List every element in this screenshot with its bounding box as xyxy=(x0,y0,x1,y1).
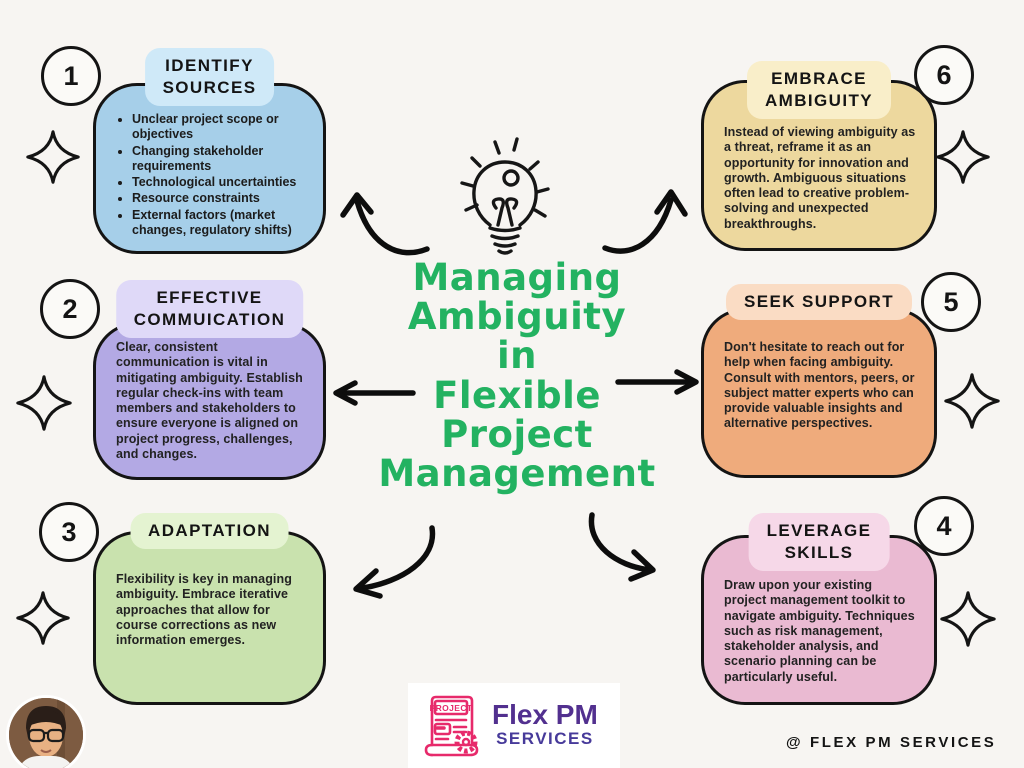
step-number-label: 2 xyxy=(62,293,78,324)
sparkle-icon xyxy=(26,130,80,184)
brand-subname: SERVICES xyxy=(496,729,594,749)
sparkle-icon xyxy=(936,130,990,184)
step-number-4: 4 xyxy=(914,496,974,556)
project-label: PROJECT xyxy=(430,703,473,713)
arrow-to-box-3 xyxy=(353,525,436,599)
lightbulb-icon xyxy=(460,137,550,255)
arrow-to-box-4 xyxy=(588,512,656,582)
box-effective-communication: EFFECTIVE COMMUICATION Clear, consistent… xyxy=(93,280,326,480)
author-avatar xyxy=(6,695,86,768)
title-line: Flexible xyxy=(433,373,601,417)
header-line: IDENTIFY xyxy=(165,56,254,75)
header-line: LEVERAGE xyxy=(766,521,872,540)
step-number-label: 4 xyxy=(936,510,952,541)
arrow-to-box-6 xyxy=(602,189,688,254)
sparkle-icon xyxy=(16,375,72,431)
arrow-to-box-5 xyxy=(615,369,699,395)
box-seek-support: SEEK SUPPORT Don't hesitate to reach out… xyxy=(701,284,937,478)
header-line: SOURCES xyxy=(162,78,257,98)
step-number-2: 2 xyxy=(40,279,100,339)
box-effective-communication-header: EFFECTIVE COMMUICATION xyxy=(115,280,304,339)
box-leverage-skills-header: LEVERAGE SKILLS xyxy=(748,513,890,572)
sparkle-icon xyxy=(944,373,1000,429)
main-title: Managing Ambiguity in Flexible Project M… xyxy=(332,256,702,496)
header-line: EMBRACE xyxy=(771,69,867,88)
header-line: SEEK SUPPORT xyxy=(744,292,894,311)
box-body-text: Don't hesitate to reach out for help whe… xyxy=(724,340,915,431)
step-number-1: 1 xyxy=(41,46,101,106)
bullet-item: External factors (market changes, regula… xyxy=(132,208,313,239)
sparkle-icon xyxy=(16,591,70,645)
bullet-item: Technological uncertainties xyxy=(132,175,313,190)
project-document-icon: PROJECT xyxy=(424,695,479,756)
bullet-item: Changing stakeholder requirements xyxy=(132,144,313,175)
box-body-text: Clear, consistent communication is vital… xyxy=(116,340,303,461)
title-line: Managing xyxy=(412,256,622,299)
box-identify-sources-header: IDENTIFY SOURCES xyxy=(144,48,275,107)
header-line: SKILLS xyxy=(784,543,854,563)
step-number-label: 5 xyxy=(943,286,959,317)
avatar-photo xyxy=(9,698,83,768)
title-line: Ambiguity xyxy=(407,295,627,339)
bullet-item: Resource constraints xyxy=(132,191,313,206)
title-line: Management xyxy=(378,452,656,496)
step-number-label: 1 xyxy=(63,60,79,91)
brand-text: Flex PM SERVICES xyxy=(492,701,598,749)
sparkle-icon xyxy=(940,591,996,647)
brand-logo: PROJECT Flex PM SERVICES xyxy=(408,683,620,768)
bullet-item: Unclear project scope or objectives xyxy=(132,112,313,143)
arrow-to-box-1 xyxy=(340,192,430,256)
brand-name: Flex PM xyxy=(492,699,598,731)
title-line: Project xyxy=(441,412,593,456)
step-number-label: 6 xyxy=(936,59,952,90)
step-number-6: 6 xyxy=(914,45,974,105)
header-line: ADAPTATION xyxy=(148,521,271,540)
box-embrace-ambiguity: EMBRACE AMBIGUITY Instead of viewing amb… xyxy=(701,61,937,251)
arrow-to-box-2 xyxy=(333,380,416,406)
box-body-text: Draw upon your existing project manageme… xyxy=(724,578,915,684)
title-line: in xyxy=(496,334,538,378)
box-adaptation-header: ADAPTATION xyxy=(130,513,289,550)
header-line: AMBIGUITY xyxy=(765,91,873,111)
header-line: EFFECTIVE xyxy=(156,288,263,307)
step-number-3: 3 xyxy=(39,502,99,562)
credit-text: @ FLEX PM SERVICES xyxy=(786,734,997,751)
box-body-text: Instead of viewing ambiguity as a threat… xyxy=(724,125,916,231)
step-number-5: 5 xyxy=(921,272,981,332)
box-identify-sources: IDENTIFY SOURCES Unclear project scope o… xyxy=(93,48,326,254)
box-body-text: Flexibility is key in managing ambiguity… xyxy=(116,572,292,647)
identify-sources-bullet-list: Unclear project scope or objectives Chan… xyxy=(96,112,323,238)
box-seek-support-header: SEEK SUPPORT xyxy=(726,284,912,321)
box-adaptation: ADAPTATION Flexibility is key in managin… xyxy=(93,513,326,705)
box-embrace-ambiguity-header: EMBRACE AMBIGUITY xyxy=(747,61,891,120)
header-line: COMMUICATION xyxy=(133,310,286,330)
step-number-label: 3 xyxy=(61,516,77,547)
box-leverage-skills: LEVERAGE SKILLS Draw upon your existing … xyxy=(701,513,937,705)
